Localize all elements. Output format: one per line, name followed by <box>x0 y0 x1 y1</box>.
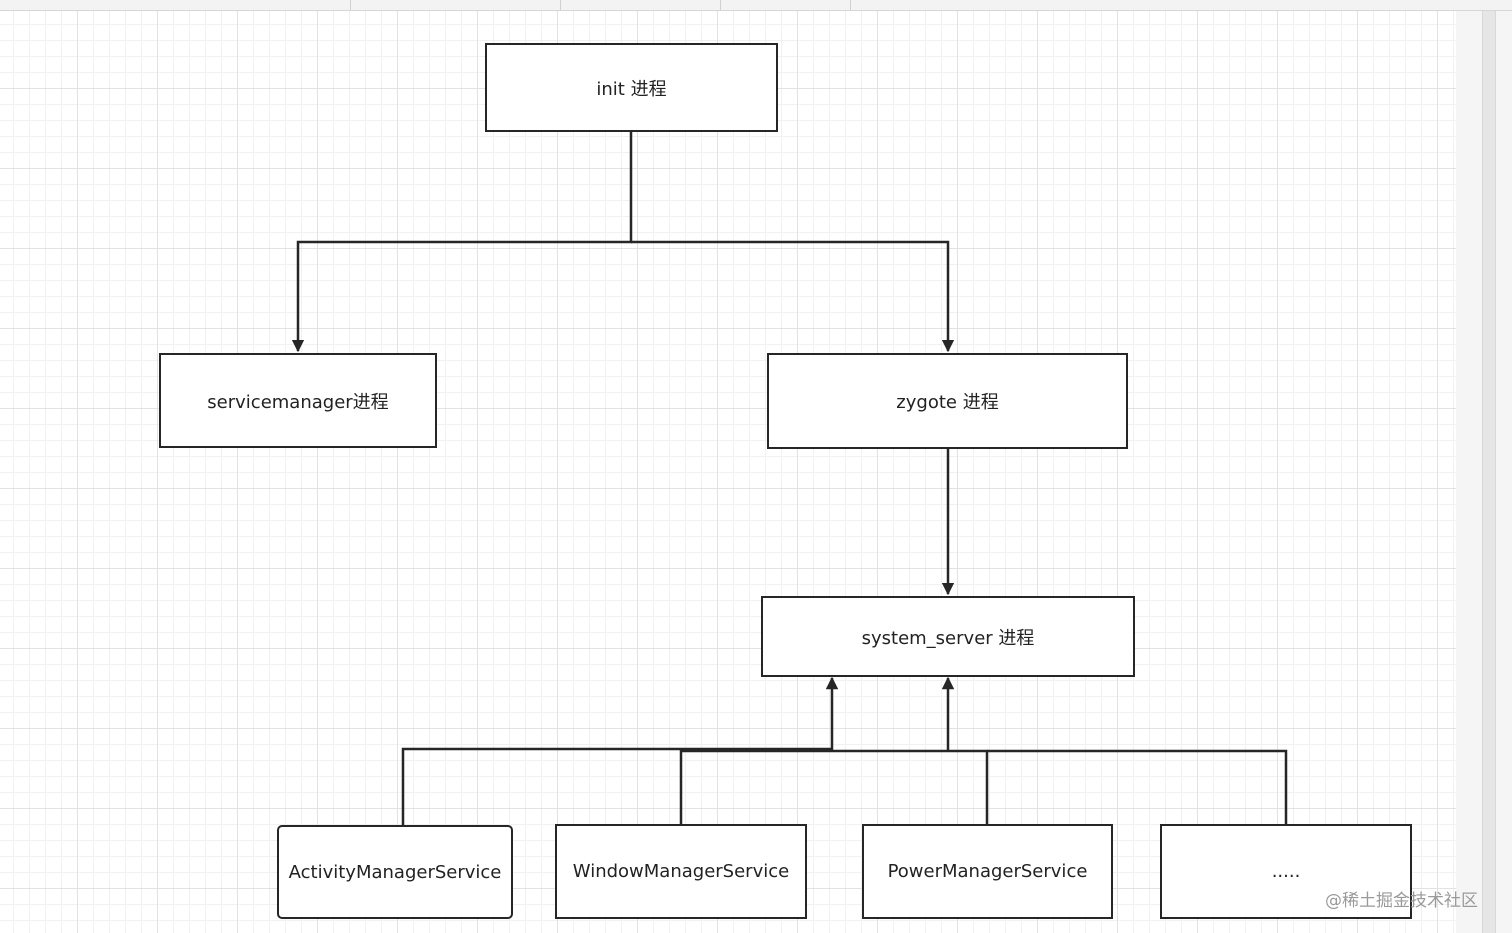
zygote-process-node[interactable]: zygote 进程 <box>767 353 1128 449</box>
vertical-scrollbar[interactable] <box>1482 11 1496 933</box>
watermark-text: @稀土掘金技术社区 <box>1325 891 1478 911</box>
connector-init-zygote <box>631 240 955 353</box>
connector-more-system-server <box>987 749 1288 825</box>
connector-init-servicemanager <box>291 131 633 353</box>
init-process-node[interactable]: init 进程 <box>485 43 778 132</box>
power-manager-service-node[interactable]: PowerManagerService <box>862 824 1113 919</box>
system-server-process-node[interactable]: system_server 进程 <box>761 596 1135 677</box>
tab-separator <box>560 0 561 10</box>
top-toolbar-strip <box>0 0 1512 11</box>
diagram-canvas[interactable] <box>0 11 1456 933</box>
connector-pms-system-server <box>948 749 989 825</box>
connector-ams-system-server <box>401 676 839 825</box>
servicemanager-process-node[interactable]: servicemanager进程 <box>159 353 437 448</box>
more-services-node[interactable]: ..... <box>1160 824 1412 919</box>
activity-manager-service-node[interactable]: ActivityManagerService <box>277 825 513 919</box>
tab-separator <box>350 0 351 10</box>
connector-wms-system-server <box>679 749 948 825</box>
tab-separator <box>850 0 851 10</box>
tab-separator <box>720 0 721 10</box>
window-manager-service-node[interactable]: WindowManagerService <box>555 824 807 919</box>
